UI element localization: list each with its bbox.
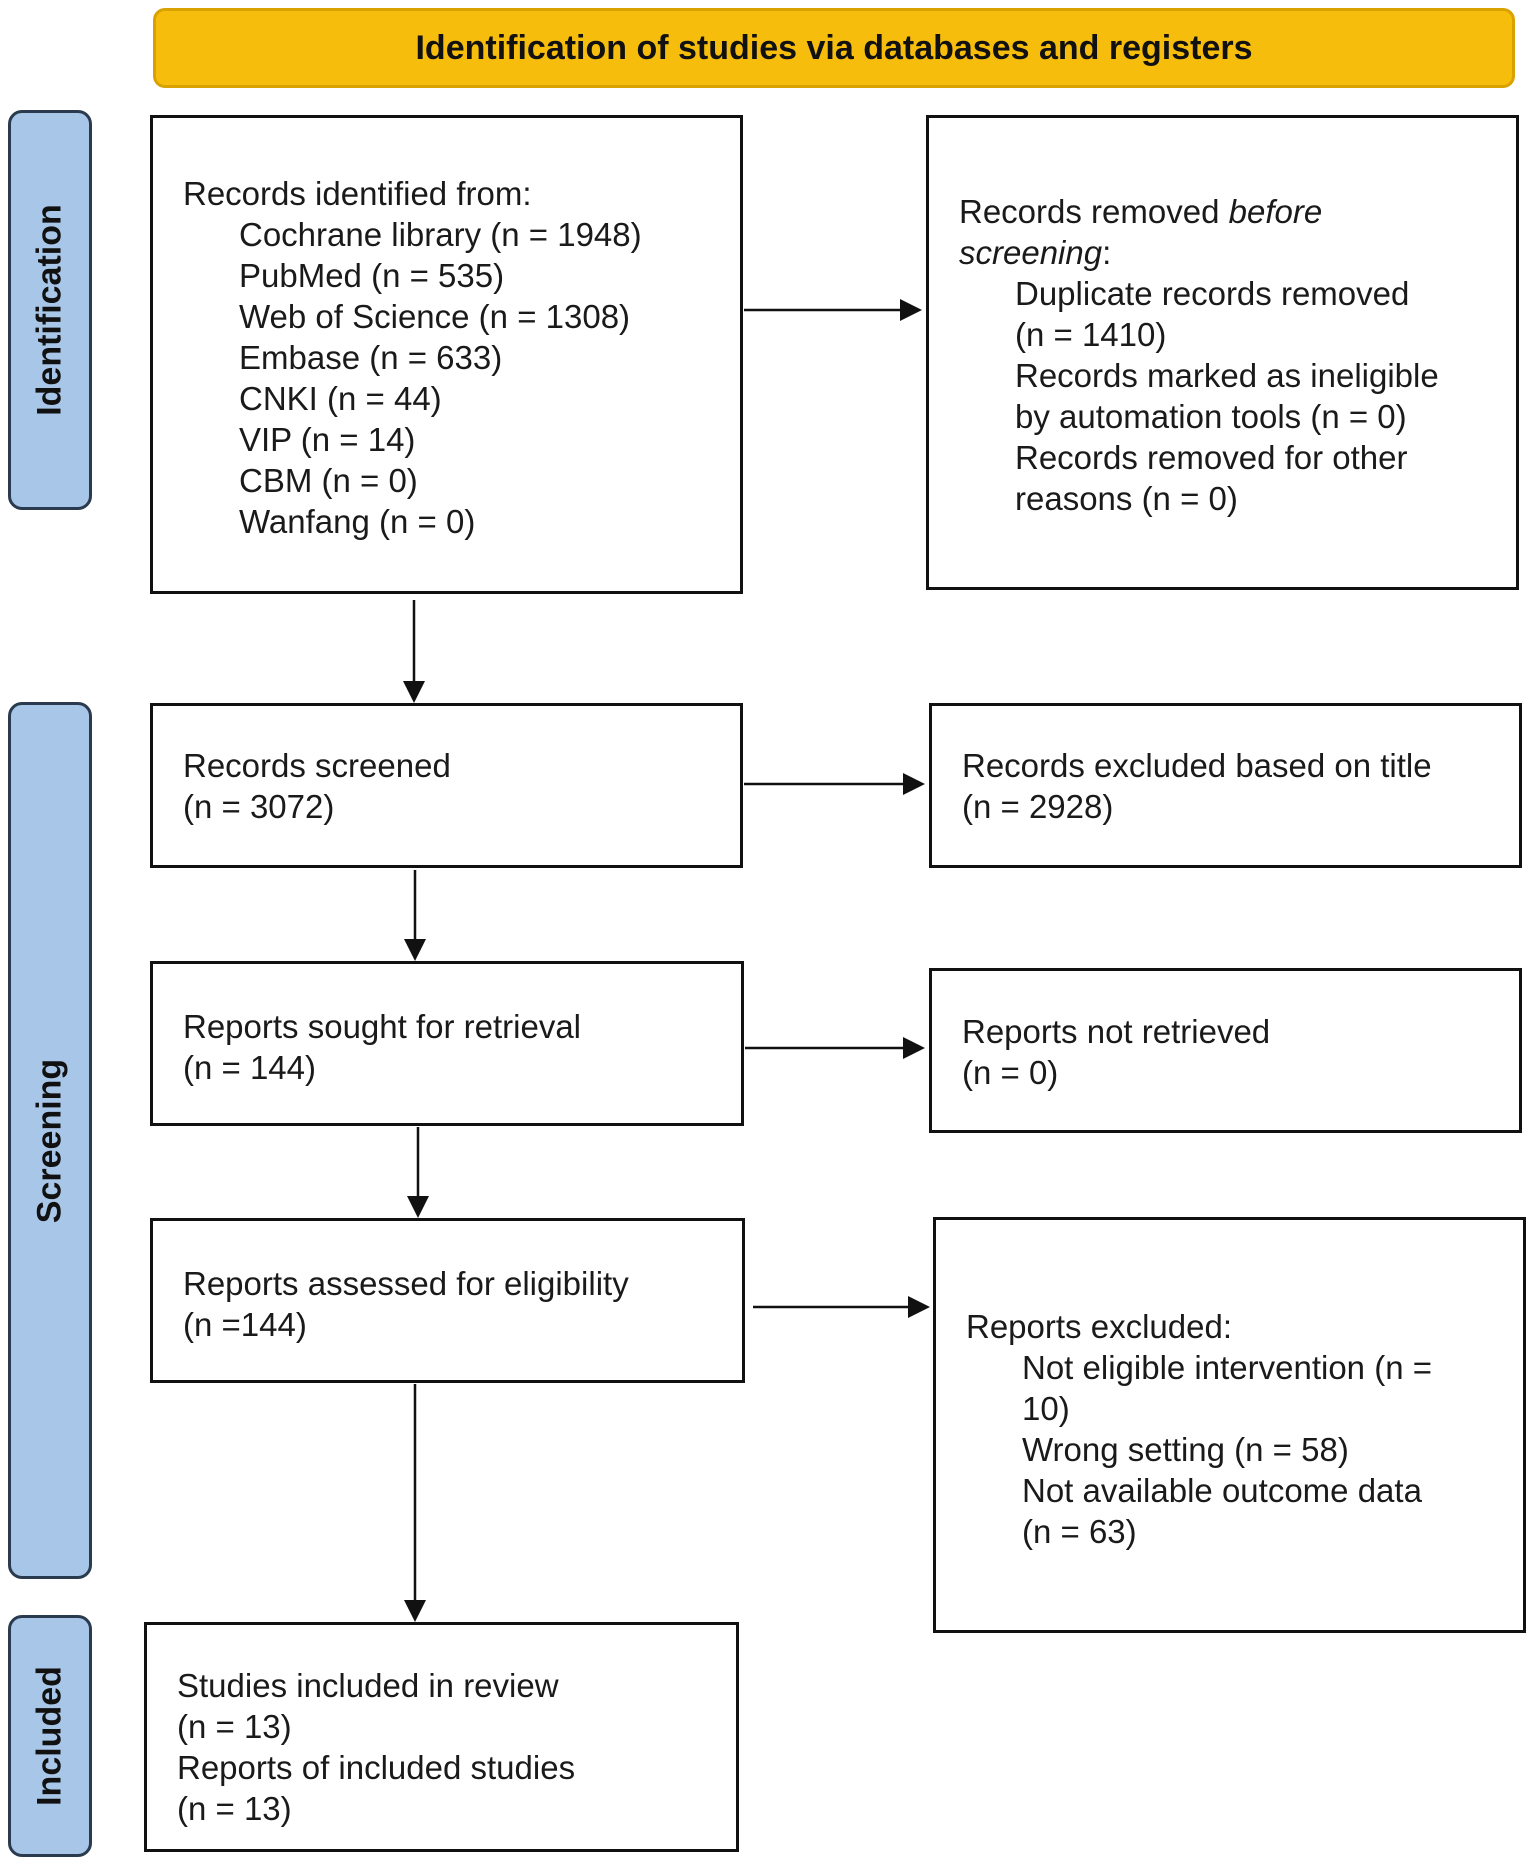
arrow-sought-to-not-retrieved [745,1037,925,1059]
records-removed-heading: Records removed before [959,193,1323,230]
reports-assessed-label: Reports assessed for eligibility [183,1265,629,1302]
removed-line: reasons (n = 0) [1015,480,1238,517]
arrow-screened-to-excluded [744,773,925,795]
records-excluded-title-box: Records excluded based on title (n = 292… [929,703,1522,868]
records-screened-count: (n = 3072) [183,788,335,825]
records-removed-box: Records removed before screening: Duplic… [926,115,1519,590]
reports-not-retrieved-box: Reports not retrieved (n = 0) [929,968,1522,1133]
arrow-identified-to-removed [744,299,922,321]
arrow-assessed-to-included [404,1384,426,1622]
reports-excluded-line: Not available outcome data [1022,1472,1422,1509]
reports-sought-box: Reports sought for retrieval (n = 144) [150,961,744,1126]
header-title: Identification of studies via databases … [415,28,1253,67]
reports-excluded-heading: Reports excluded: [966,1308,1232,1345]
reports-excluded-box: Reports excluded: Not eligible intervent… [933,1217,1526,1633]
source-pubmed: PubMed (n = 535) [239,257,505,294]
source-cochrane: Cochrane library (n = 1948) [239,216,642,253]
arrow-screened-to-sought [404,870,426,961]
reports-excluded-line: Wrong setting (n = 58) [1022,1431,1349,1468]
records-identified-heading: Records identified from: [183,175,532,212]
reports-excluded-line: (n = 63) [1022,1513,1137,1550]
reports-sought-count: (n = 144) [183,1049,316,1086]
source-wanfang: Wanfang (n = 0) [239,503,476,540]
included-line: (n = 13) [177,1708,292,1745]
phase-included: Included [8,1615,92,1857]
removed-line: Records removed for other [1015,439,1408,476]
records-excluded-title-count: (n = 2928) [962,788,1114,825]
records-identified-box: Records identified from: Cochrane librar… [150,115,743,594]
records-screened-label: Records screened [183,747,451,784]
records-excluded-title-label: Records excluded based on title [962,747,1432,784]
identification-header: Identification of studies via databases … [153,8,1515,88]
source-cnki: CNKI (n = 44) [239,380,442,417]
included-line: Studies included in review [177,1667,559,1704]
removed-line: Duplicate records removed [1015,275,1410,312]
arrow-identified-to-screened [403,600,425,703]
source-embase: Embase (n = 633) [239,339,503,376]
source-web-of-science: Web of Science (n = 1308) [239,298,631,335]
records-removed-heading-cont: screening: [959,234,1112,271]
reports-sought-label: Reports sought for retrieval [183,1008,582,1045]
reports-assessed-count: (n =144) [183,1306,307,1343]
removed-line: by automation tools (n = 0) [1015,398,1407,435]
phase-identification: Identification [8,110,92,510]
source-cbm: CBM (n = 0) [239,462,418,499]
included-line: Reports of included studies [177,1749,576,1786]
reports-assessed-box: Reports assessed for eligibility (n =144… [150,1218,745,1383]
removed-line: Records marked as ineligible [1015,357,1439,394]
reports-excluded-line: 10) [1022,1390,1070,1427]
removed-line: (n = 1410) [1015,316,1167,353]
reports-not-retrieved-count: (n = 0) [962,1054,1059,1091]
phase-screening: Screening [8,702,92,1579]
included-line: (n = 13) [177,1790,292,1827]
reports-not-retrieved-label: Reports not retrieved [962,1013,1271,1050]
studies-included-box: Studies included in review (n = 13) Repo… [144,1622,739,1852]
arrow-sought-to-assessed [407,1127,429,1218]
source-vip: VIP (n = 14) [239,421,416,458]
arrow-assessed-to-excluded [753,1296,930,1318]
reports-excluded-line: Not eligible intervention (n = [1022,1349,1432,1386]
records-screened-box: Records screened (n = 3072) [150,703,743,868]
